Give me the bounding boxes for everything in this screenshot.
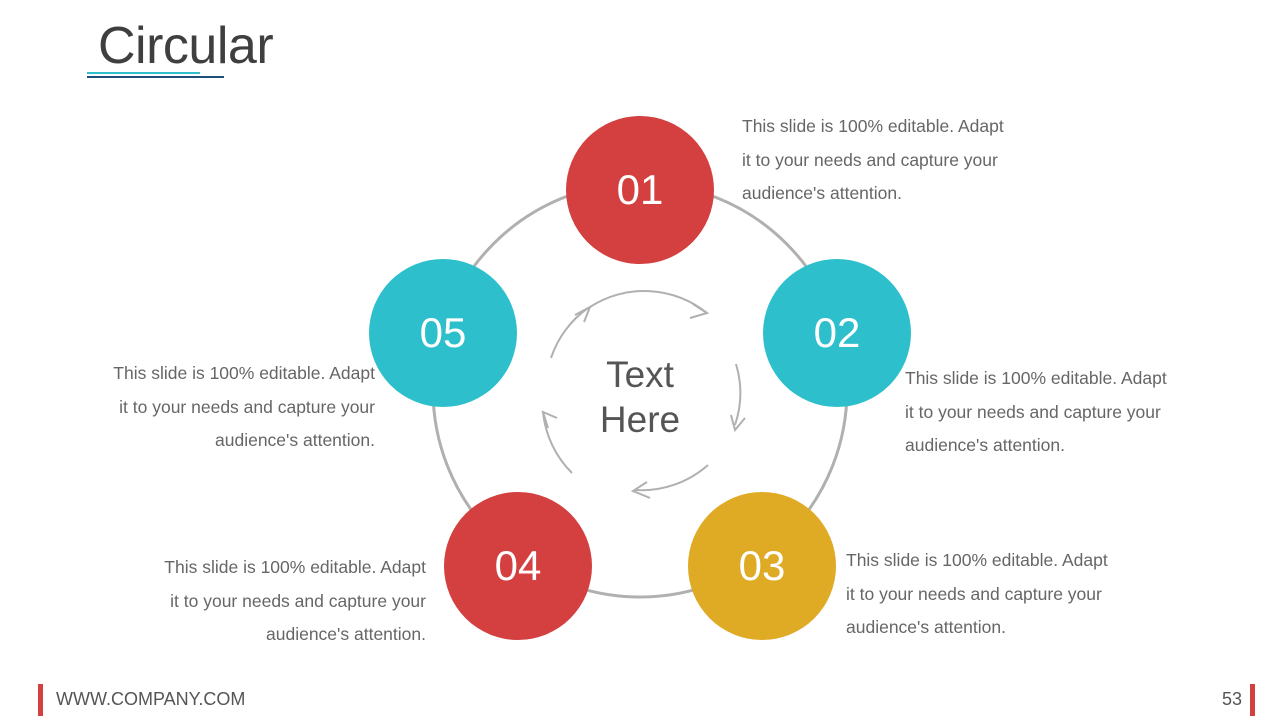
center-text-line2: Here bbox=[599, 399, 681, 440]
step-02-text-line1: This slide is 100% editable. Adapt bbox=[905, 368, 1167, 388]
slide-title: Circular bbox=[98, 17, 274, 75]
cycle-arrows-icon bbox=[541, 289, 746, 499]
step-01-description: This slide is 100% editable. Adapt it to… bbox=[742, 110, 1032, 211]
step-01-text-line2: it to your needs and capture your bbox=[742, 149, 998, 170]
center-text-line1: Text bbox=[606, 354, 674, 395]
title-underline-accent bbox=[87, 72, 200, 74]
step-01-text-line3: audience's attention. bbox=[742, 183, 902, 203]
step-02-text-line3: audience's attention. bbox=[905, 435, 1065, 455]
page-number: 53 bbox=[1221, 689, 1242, 709]
title-underline bbox=[87, 76, 224, 78]
step-05-text-line2: it to your needs and capture your bbox=[119, 396, 375, 417]
step-04-text-line1: This slide is 100% editable. Adapt bbox=[164, 557, 426, 577]
step-02-description: This slide is 100% editable. Adapt it to… bbox=[905, 362, 1195, 463]
step-04-text-line2: it to your needs and capture your bbox=[170, 590, 426, 611]
footer-website: WWW.COMPANY.COM bbox=[56, 689, 246, 709]
step-05-description: This slide is 100% editable. Adapt it to… bbox=[85, 357, 375, 458]
step-04-circle: 04 bbox=[444, 492, 592, 640]
center-text: Text Here bbox=[570, 352, 710, 442]
step-05-circle: 05 bbox=[369, 259, 517, 407]
step-01-circle: 01 bbox=[566, 116, 714, 264]
step-03-text-line3: audience's attention. bbox=[846, 617, 1006, 637]
step-03-description: This slide is 100% editable. Adapt it to… bbox=[846, 544, 1136, 645]
footer-left-accent-bar bbox=[38, 684, 43, 716]
step-05-text-line3: audience's attention. bbox=[215, 430, 375, 450]
step-04-text-line3: audience's attention. bbox=[266, 624, 426, 644]
step-02-text-line2: it to your needs and capture your bbox=[905, 401, 1161, 422]
step-04-description: This slide is 100% editable. Adapt it to… bbox=[136, 551, 426, 652]
step-02-circle: 02 bbox=[763, 259, 911, 407]
step-03-circle: 03 bbox=[688, 492, 836, 640]
step-05-text-line1: This slide is 100% editable. Adapt bbox=[113, 363, 375, 383]
step-01-text-line1: This slide is 100% editable. Adapt bbox=[742, 116, 1004, 136]
step-03-text-line2: it to your needs and capture your bbox=[846, 583, 1102, 604]
footer-right-accent-bar bbox=[1250, 684, 1255, 716]
step-03-text-line1: This slide is 100% editable. Adapt bbox=[846, 550, 1108, 570]
